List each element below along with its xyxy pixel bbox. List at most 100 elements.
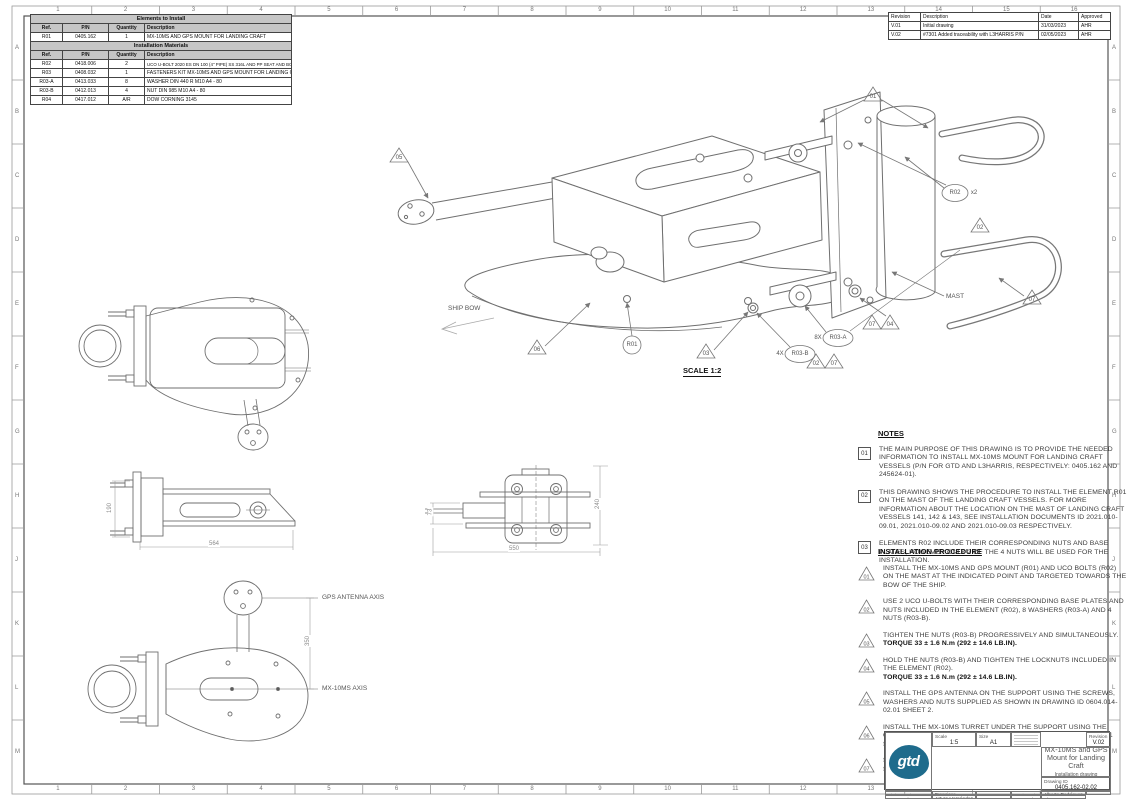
col-header: P/N bbox=[62, 23, 109, 33]
ruler-row: G bbox=[15, 429, 20, 435]
procedure-step: 05 INSTALL THE GPS ANTENNA ON THE SUPPOR… bbox=[858, 690, 1128, 715]
cell-desc: UCO U-BOLT 2020 ES DN 100 (4" PIPE) SS 3… bbox=[143, 59, 293, 69]
ruler-col: 11 bbox=[732, 7, 739, 13]
ruler-row: B bbox=[1112, 109, 1117, 115]
ruler-row: C bbox=[1112, 173, 1117, 179]
table-row: R03-B 0412.013 4 NUT DIN 985 M10 A4 - 80 bbox=[30, 86, 293, 96]
cell-ref: R02 bbox=[30, 59, 63, 69]
mast-label: MAST bbox=[946, 293, 965, 300]
table-row: R01 0405.162 1 MX-10MS AND GPS MOUNT FOR… bbox=[30, 32, 293, 42]
ship-bow-label: SHIP BOW bbox=[448, 305, 481, 312]
ruler-col: 10 bbox=[664, 7, 671, 13]
note-text: THE MAIN PURPOSE OF THIS DRAWING IS TO P… bbox=[879, 446, 1118, 479]
cell-qty: A/R bbox=[108, 95, 145, 105]
ruler-col: 9 bbox=[598, 7, 602, 13]
table-title: Elements to Install bbox=[29, 14, 293, 24]
ruler-row: L bbox=[15, 685, 19, 691]
callout-triangle-02: 02 bbox=[976, 224, 984, 231]
callout-triangle-05: 05 bbox=[395, 154, 403, 161]
step-body: TIGHTEN THE NUTS (R03-B) PROGRESSIVELY A… bbox=[883, 631, 1119, 639]
ruler-col: 14 bbox=[935, 7, 942, 13]
step-triangle-icon: 02 bbox=[858, 599, 875, 614]
col-header: Ref. bbox=[30, 50, 63, 60]
svg-text:06: 06 bbox=[863, 733, 869, 739]
ruler-row: J bbox=[15, 557, 18, 563]
note-item: 01 THE MAIN PURPOSE OF THIS DRAWING IS T… bbox=[858, 446, 1128, 480]
ruler-row: H bbox=[1112, 493, 1117, 499]
procedure-title: INSTALLATION PROCEDURE bbox=[878, 547, 982, 556]
ruler-row: F bbox=[1112, 365, 1116, 371]
dimension-240: 240 bbox=[595, 497, 602, 511]
col-header: Description bbox=[143, 23, 293, 33]
cell-qty: 1 bbox=[108, 68, 145, 78]
scale-label: SCALE 1:2 bbox=[683, 366, 722, 377]
ruler-row: G bbox=[1112, 429, 1117, 435]
callout-triangle-04: 04 bbox=[886, 321, 894, 328]
ruler-col: 7 bbox=[462, 7, 467, 13]
col-header: Quantity bbox=[108, 50, 145, 60]
ruler-row: J bbox=[1112, 557, 1115, 563]
note-number: 02 bbox=[858, 489, 871, 503]
callout-triangle-01: 01 bbox=[869, 93, 877, 100]
ruler-col: 3 bbox=[191, 7, 196, 13]
note-item: 03 ELEMENTS R02 INCLUDE THEIR CORRESPOND… bbox=[858, 540, 1128, 565]
step-body: INSTALL THE GPS ANTENNA ON THE SUPPORT U… bbox=[883, 690, 1118, 715]
cell-qty: 2 bbox=[108, 59, 145, 69]
ruler-col: 1 bbox=[56, 786, 60, 792]
dimension-550: 550 bbox=[508, 546, 521, 552]
step-body: HOLD THE NUTS (R03-B) AND TIGHTEN THE LO… bbox=[883, 656, 1117, 673]
revision-table: Revision Description Date Approved V.01 … bbox=[888, 12, 1111, 40]
callout-triangle-03: 03 bbox=[702, 350, 710, 357]
table-title: Installation Materials bbox=[29, 41, 293, 51]
callout-triangle-07: 07 bbox=[830, 360, 838, 367]
col-header: Revision bbox=[888, 12, 921, 22]
note-text: THIS DRAWING SHOWS THE PROCEDURE TO INST… bbox=[879, 488, 1127, 530]
callout-r02-qty: x2 bbox=[970, 190, 978, 196]
callout-r02: R02 bbox=[949, 190, 961, 196]
col-header: P/N bbox=[62, 50, 109, 60]
step-triangle-icon: 06 bbox=[858, 724, 875, 739]
ruler-row: C bbox=[15, 173, 20, 179]
callout-triangle-07: 07 bbox=[1028, 296, 1036, 303]
svg-text:02: 02 bbox=[863, 608, 869, 614]
callout-r03b-qty: 4X bbox=[776, 351, 784, 357]
cell-date: 02/05/2023 bbox=[1038, 30, 1079, 40]
cell-ref: R01 bbox=[30, 32, 63, 42]
drawing-subtitle: Installation drawing bbox=[1054, 772, 1098, 777]
notes-title: NOTES bbox=[878, 429, 904, 438]
callout-triangle-07: 07 bbox=[868, 321, 876, 328]
step-body: INSTALL THE MX-10MS AND GPS MOUNT (R01) … bbox=[883, 565, 1127, 589]
ruler-col: 13 bbox=[867, 786, 875, 792]
svg-text:04: 04 bbox=[863, 666, 869, 672]
step-triangle-icon: 05 bbox=[858, 691, 875, 706]
cell-desc: MX-10MS AND GPS MOUNT FOR LANDING CRAFT bbox=[143, 32, 293, 42]
col-header: Date bbox=[1038, 12, 1079, 22]
note-text: ELEMENTS R02 INCLUDE THEIR CORRESPONDING… bbox=[879, 540, 1109, 565]
cell-ref: R03-B bbox=[30, 86, 63, 96]
cell-pn: 0417.012 bbox=[62, 95, 109, 105]
ruler-col: 2 bbox=[123, 786, 128, 792]
cell-ref: R04 bbox=[30, 95, 63, 105]
ruler-row: A bbox=[1112, 45, 1117, 51]
approved-signature bbox=[976, 795, 1011, 799]
step-body: USE 2 UCO U-BOLTS WITH THEIR CORRESPONDI… bbox=[883, 598, 1124, 623]
callout-triangle-02: 02 bbox=[812, 360, 820, 367]
note-number: 01 bbox=[858, 447, 871, 460]
reviewed-signature bbox=[1086, 791, 1111, 795]
ruler-col: 13 bbox=[867, 7, 875, 13]
cell-pn: 0413.033 bbox=[62, 77, 109, 87]
ruler-col: 8 bbox=[530, 7, 534, 13]
elements-to-install-table: Elements to Install Ref. P/N Quantity De… bbox=[29, 14, 293, 105]
size-field-label: Size bbox=[979, 735, 989, 740]
ruler-col: 16 bbox=[1070, 7, 1078, 13]
note-number: 03 bbox=[858, 541, 871, 555]
ruler-col: 1 bbox=[56, 7, 60, 13]
callout-r03b: R03-B bbox=[791, 351, 809, 357]
dimension-564: 564 bbox=[208, 541, 221, 547]
table-row: R03 0408.032 1 FASTENERS KIT MX-10MS AND… bbox=[30, 68, 293, 78]
step-text: HOLD THE NUTS (R03-B) AND TIGHTEN THE LO… bbox=[883, 657, 1128, 682]
ruler-col: 6 bbox=[394, 7, 399, 13]
revision-value: V.02 bbox=[1092, 740, 1105, 746]
ruler-col: 12 bbox=[799, 7, 807, 13]
